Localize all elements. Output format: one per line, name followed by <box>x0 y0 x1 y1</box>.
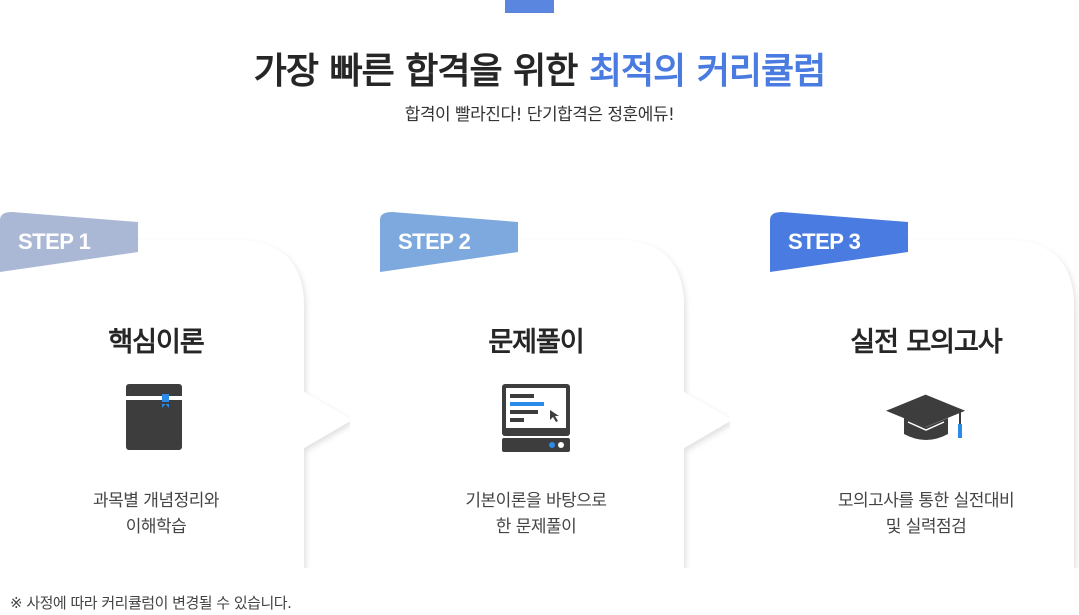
step-card-3: STEP 3 실전 모의고사 모의고사를 통한 실전대비 및 실력점검 <box>770 212 1079 568</box>
step-label: STEP 1 <box>18 229 91 254</box>
page-title-accent: 최적의 커리큘럼 <box>588 51 826 92</box>
step-tab <box>770 212 908 272</box>
step-description: 기본이론을 바탕으로 한 문제풀이 <box>465 491 607 537</box>
page-title-main: 가장 빠른 합격을 위한 <box>253 51 589 92</box>
step-card-1: STEP 1 핵심이론 과목별 개념정리와 이해학습 <box>0 212 350 568</box>
step-tab <box>0 212 138 272</box>
curriculum-notice: ※ 사정에 따라 커리큘럼이 변경될 수 있습니다. <box>10 594 292 612</box>
step-title: 문제풀이 <box>488 327 584 358</box>
step-description: 모의고사를 통한 실전대비 및 실력점검 <box>837 491 1015 537</box>
step-description: 과목별 개념정리와 이해학습 <box>92 491 220 537</box>
step-label: STEP 2 <box>398 229 471 254</box>
step-tab <box>380 212 518 272</box>
graduation-cap-icon <box>886 394 966 440</box>
step-label: STEP 3 <box>788 229 861 254</box>
monitor-icon <box>502 384 570 452</box>
page-title: 가장 빠른 합격을 위한 최적의 커리큘럼 <box>0 42 1079 94</box>
step-card-2: STEP 2 문제풀이 기본이론을 바탕으로 한 문제풀이 <box>380 212 730 568</box>
step-title: 핵심이론 <box>108 327 204 358</box>
book-icon <box>126 384 182 450</box>
step-title: 실전 모의고사 <box>850 327 1002 358</box>
page-subtitle: 합격이 빨라진다! 단기합격은 정훈에듀! <box>404 105 675 125</box>
top-accent-bar <box>505 0 554 13</box>
